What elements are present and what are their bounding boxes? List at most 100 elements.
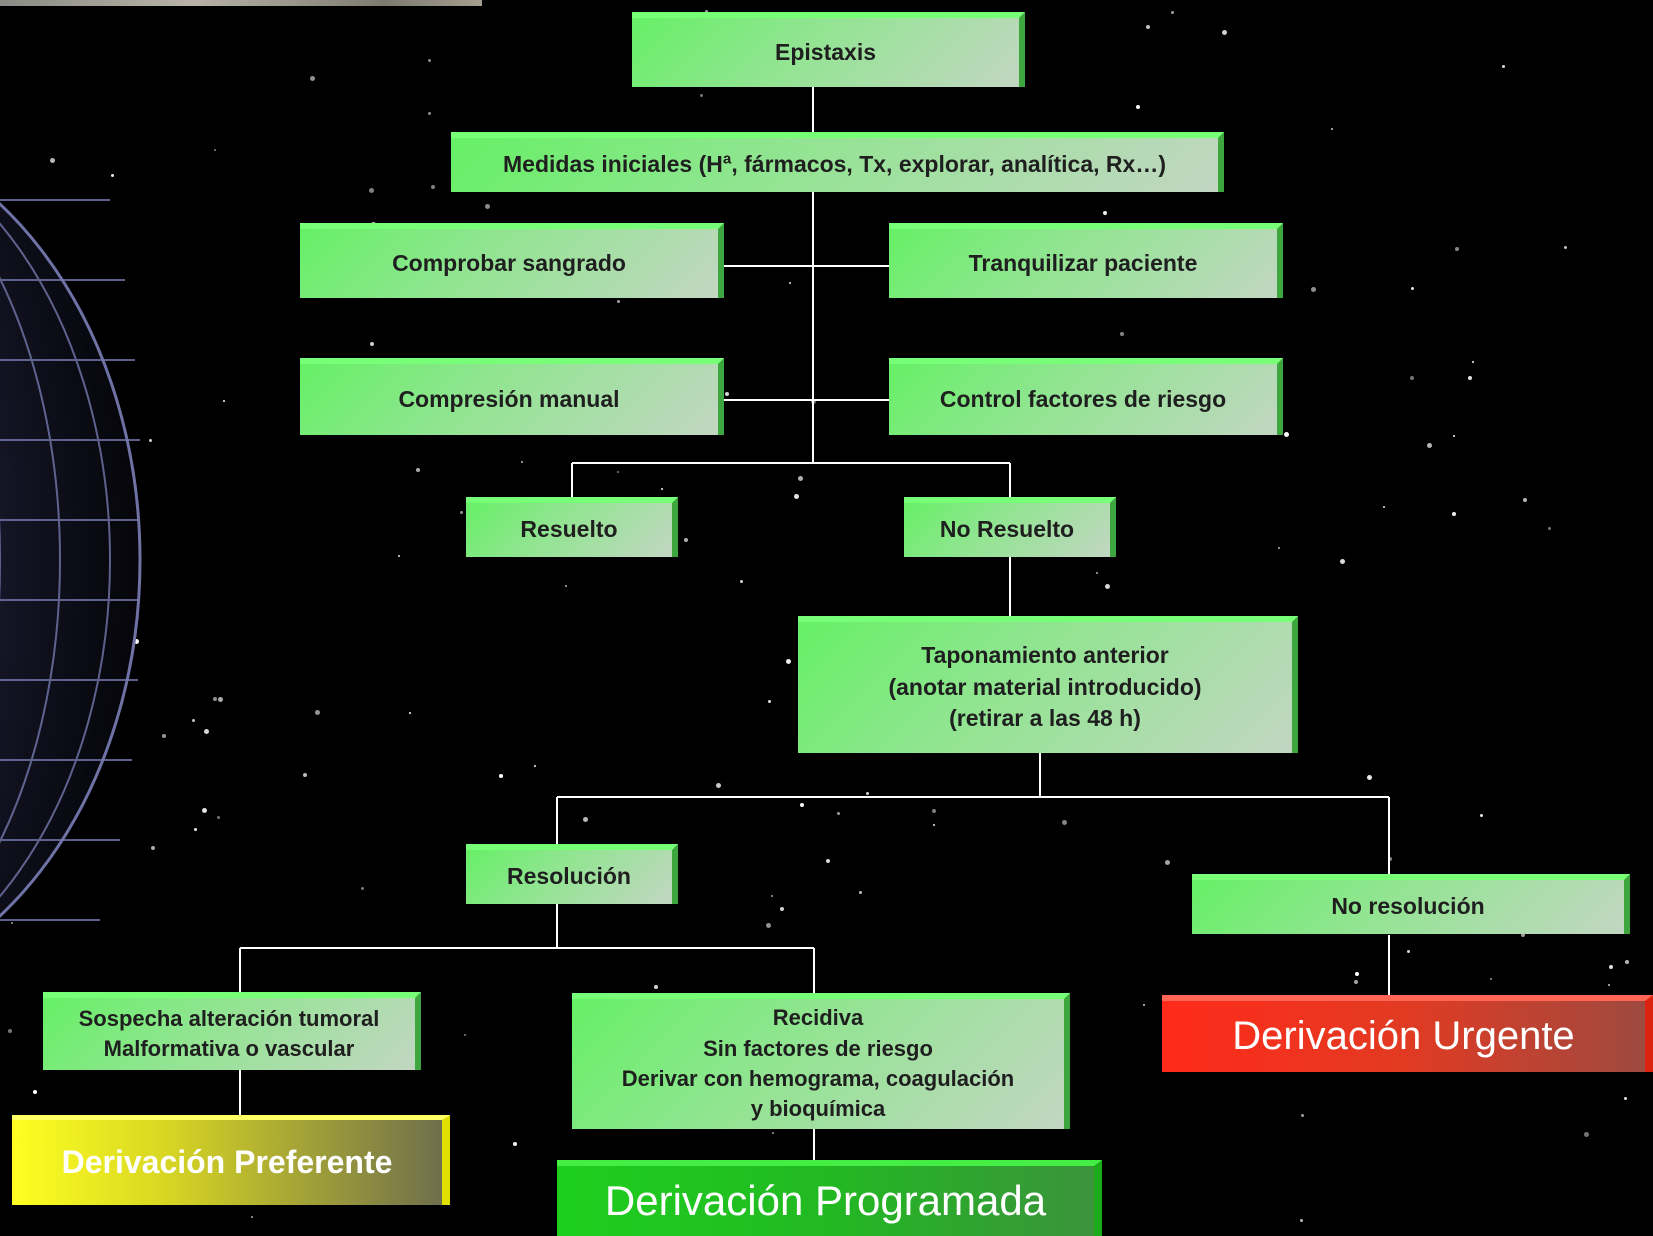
star-dot bbox=[1452, 512, 1456, 516]
star-dot bbox=[1548, 527, 1551, 530]
star-dot bbox=[1331, 128, 1333, 130]
node-sospecha-alteracion: Sospecha alteración tumoral Malformativa… bbox=[43, 992, 421, 1070]
star-dot bbox=[1453, 435, 1455, 437]
photo-strip-decoration bbox=[0, 0, 482, 6]
star-dot bbox=[684, 538, 688, 542]
star-dot bbox=[416, 468, 420, 472]
star-dot bbox=[513, 1142, 517, 1146]
star-dot bbox=[1411, 287, 1414, 290]
star-dot bbox=[1410, 376, 1414, 380]
star-dot bbox=[771, 895, 773, 897]
star-dot bbox=[33, 1090, 37, 1094]
node-no-resolucion: No resolución bbox=[1192, 874, 1630, 934]
star-dot bbox=[1143, 1004, 1145, 1006]
node-compresion-manual: Compresión manual bbox=[300, 358, 724, 435]
star-dot bbox=[214, 149, 216, 151]
star-dot bbox=[837, 812, 840, 815]
star-dot bbox=[565, 585, 567, 587]
outcome-derivacion-urgente: Derivación Urgente bbox=[1162, 995, 1653, 1072]
star-dot bbox=[1455, 247, 1459, 251]
star-dot bbox=[315, 710, 320, 715]
node-comprobar-sangrado: Comprobar sangrado bbox=[300, 223, 724, 298]
star-dot bbox=[111, 174, 114, 177]
star-dot bbox=[740, 580, 743, 583]
star-dot bbox=[1468, 376, 1472, 380]
star-dot bbox=[534, 765, 536, 767]
star-dot bbox=[1407, 950, 1410, 953]
star-dot bbox=[1472, 361, 1474, 363]
star-dot bbox=[1354, 980, 1358, 984]
node-no-resuelto: No Resuelto bbox=[904, 497, 1116, 557]
star-dot bbox=[1103, 211, 1107, 215]
star-dot bbox=[859, 891, 862, 894]
node-taponamiento-anterior: Taponamiento anterior (anotar material i… bbox=[798, 616, 1298, 753]
star-dot bbox=[409, 712, 411, 714]
node-control-factores-riesgo: Control factores de riesgo bbox=[889, 358, 1283, 435]
star-dot bbox=[204, 729, 209, 734]
star-dot bbox=[705, 10, 708, 13]
star-dot bbox=[826, 859, 830, 863]
star-dot bbox=[794, 494, 799, 499]
node-resolucion: Resolución bbox=[466, 844, 678, 904]
star-dot bbox=[786, 659, 791, 664]
node-tranquilizar-paciente: Tranquilizar paciente bbox=[889, 223, 1283, 298]
star-dot bbox=[431, 185, 435, 189]
star-dot bbox=[700, 94, 703, 97]
star-dot bbox=[398, 555, 400, 557]
star-dot bbox=[1278, 547, 1280, 549]
star-dot bbox=[369, 188, 374, 193]
star-dot bbox=[1609, 965, 1613, 969]
star-dot bbox=[1146, 25, 1150, 29]
star-dot bbox=[499, 774, 503, 778]
star-dot bbox=[202, 808, 207, 813]
star-dot bbox=[464, 1034, 466, 1036]
star-dot bbox=[1096, 572, 1098, 574]
star-dot bbox=[617, 300, 620, 303]
star-dot bbox=[151, 846, 155, 850]
star-dot bbox=[1105, 584, 1110, 589]
star-dot bbox=[213, 697, 217, 701]
node-medidas-iniciales: Medidas iniciales (Hª, fármacos, Tx, exp… bbox=[451, 132, 1224, 192]
star-dot bbox=[866, 792, 869, 795]
star-dot bbox=[149, 439, 152, 442]
star-dot bbox=[370, 342, 374, 346]
star-dot bbox=[218, 697, 223, 702]
star-dot bbox=[617, 471, 619, 473]
star-dot bbox=[1383, 506, 1385, 508]
star-dot bbox=[162, 734, 166, 738]
star-dot bbox=[1624, 1097, 1627, 1100]
star-dot bbox=[192, 719, 195, 722]
star-dot bbox=[661, 488, 663, 490]
star-dot bbox=[1355, 972, 1359, 976]
star-dot bbox=[933, 824, 935, 826]
star-dot bbox=[134, 639, 139, 644]
star-dot bbox=[251, 1216, 253, 1218]
star-dot bbox=[1136, 105, 1140, 109]
star-dot bbox=[460, 511, 463, 514]
node-epistaxis: Epistaxis bbox=[632, 12, 1025, 87]
star-dot bbox=[1523, 498, 1527, 502]
node-resuelto: Resuelto bbox=[466, 497, 678, 557]
star-dot bbox=[766, 923, 771, 928]
star-dot bbox=[1222, 30, 1227, 35]
star-dot bbox=[1521, 933, 1525, 937]
star-dot bbox=[1311, 287, 1316, 292]
star-dot bbox=[1564, 246, 1567, 249]
star-dot bbox=[485, 204, 490, 209]
star-dot bbox=[1584, 1132, 1589, 1137]
star-dot bbox=[521, 461, 523, 463]
star-dot bbox=[583, 817, 588, 822]
star-dot bbox=[932, 809, 936, 813]
star-dot bbox=[310, 76, 315, 81]
star-dot bbox=[768, 700, 771, 703]
outcome-derivacion-programada: Derivación Programada bbox=[557, 1160, 1102, 1236]
star-dot bbox=[1367, 775, 1372, 780]
wireframe-globe-decoration bbox=[0, 199, 142, 921]
star-dot bbox=[725, 392, 729, 396]
star-dot bbox=[8, 1029, 12, 1033]
outcome-derivacion-preferente: Derivación Preferente bbox=[12, 1115, 450, 1205]
star-dot bbox=[1300, 1219, 1303, 1222]
star-dot bbox=[1340, 559, 1345, 564]
star-dot bbox=[1427, 443, 1432, 448]
star-dot bbox=[1625, 960, 1629, 964]
